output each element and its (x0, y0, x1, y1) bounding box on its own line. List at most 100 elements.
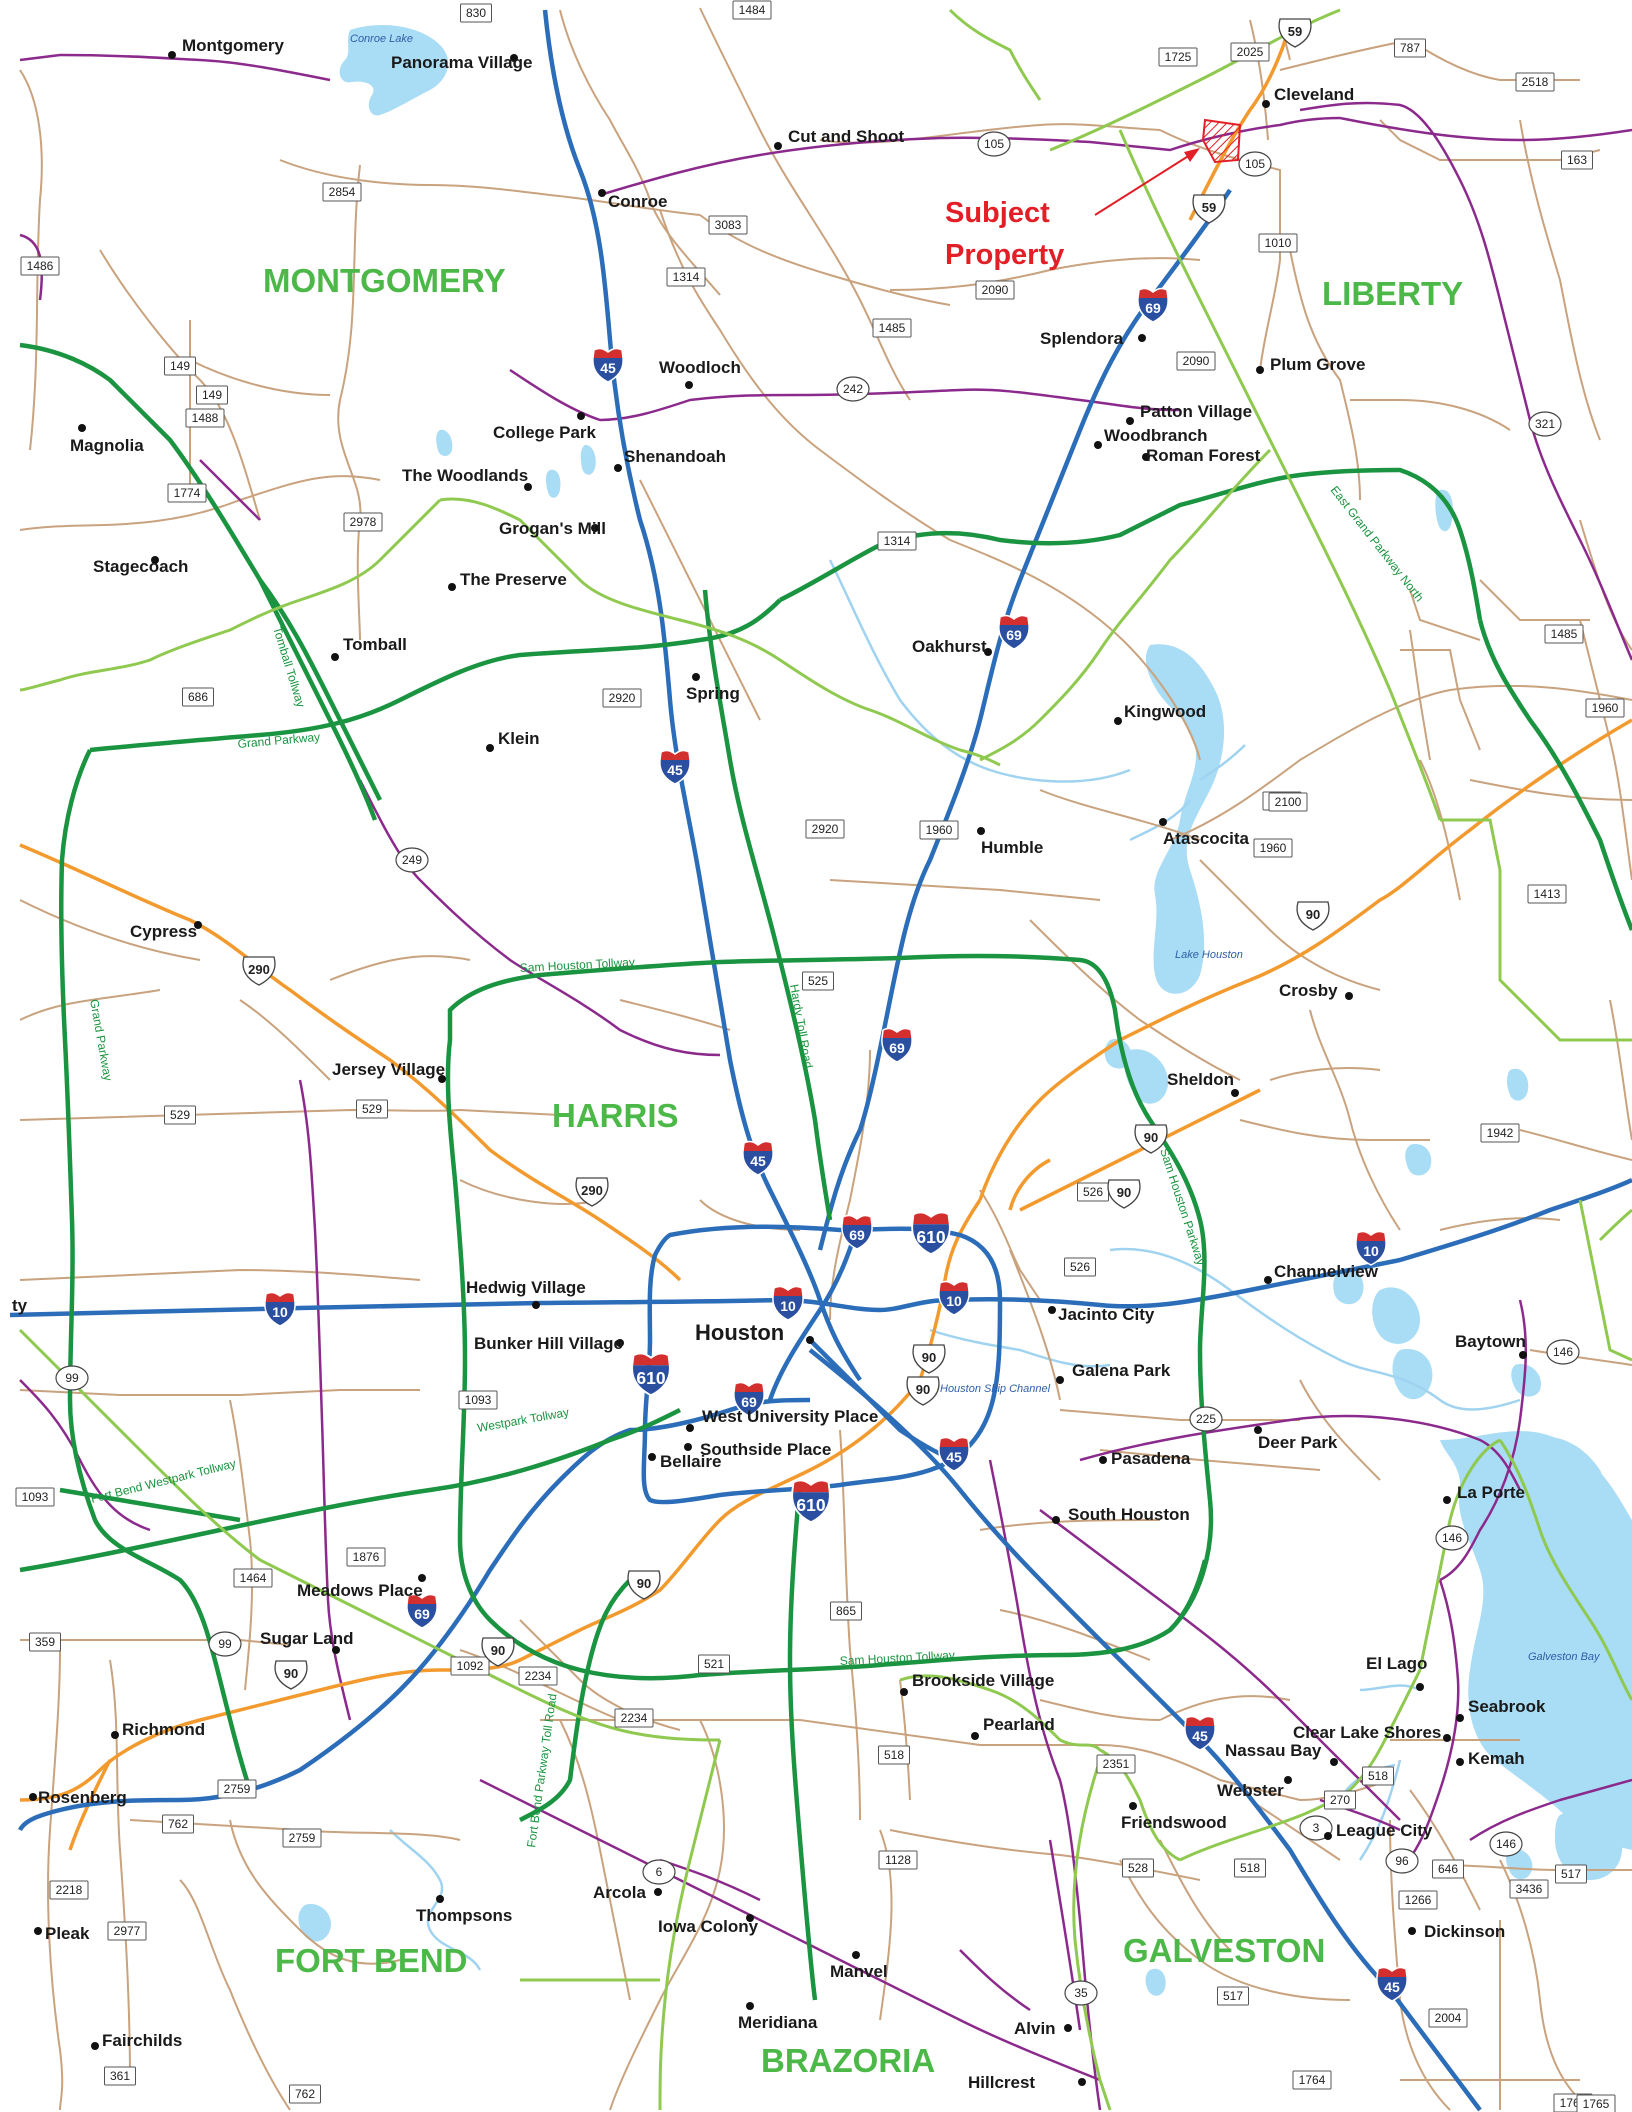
city-name: Arcola (593, 1883, 646, 1902)
us-shield-90: 90 (274, 1660, 308, 1690)
svg-text:45: 45 (750, 1153, 766, 1169)
city-dot (977, 827, 985, 835)
water-labels: Conroe Lake Lake Houston Houston Ship Ch… (350, 33, 1601, 1663)
svg-text:45: 45 (946, 1449, 962, 1465)
svg-text:163: 163 (1567, 153, 1587, 167)
fm-shield-1488: 1488 (185, 408, 225, 428)
city-grogan-s-mill: Grogan's Mill (499, 519, 606, 538)
city-friendswood: Friendswood (1121, 1802, 1227, 1832)
fm-shield-1010: 1010 (1258, 233, 1298, 253)
fm-shield-1960: 1960 (919, 820, 959, 840)
city-crosby: Crosby (1279, 981, 1353, 1000)
city-dot (654, 1888, 662, 1896)
city-fairchilds: Fairchilds (91, 2031, 182, 2050)
svg-text:518: 518 (884, 1748, 904, 1762)
city-dot (438, 1075, 446, 1083)
city-dot (510, 54, 518, 62)
svg-text:90: 90 (1306, 907, 1320, 922)
city-spring: Spring (686, 673, 740, 703)
city-baytown: Baytown (1455, 1332, 1527, 1359)
county-label-harris: HARRIS (552, 1097, 679, 1134)
svg-text:69: 69 (741, 1394, 757, 1410)
svg-text:69: 69 (849, 1227, 865, 1243)
city-name: Montgomery (182, 36, 285, 55)
fm-shield-2100: 2100 (1268, 792, 1308, 812)
fm-shield-1774: 1774 (167, 483, 207, 503)
city-name: Brookside Village (912, 1671, 1054, 1690)
svg-text:2920: 2920 (609, 691, 636, 705)
interstate-shield-610: 610 (791, 1479, 831, 1524)
toll-label-fort-bend-parkway-toll-road: Fort Bend Parkway Toll Road (524, 1693, 559, 1849)
city-splendora: Splendora (1040, 329, 1146, 348)
state-shield-96: 96 (1385, 1848, 1419, 1874)
city-galena-park: Galena Park (1056, 1361, 1171, 1384)
fm-shield-1960: 1960 (1585, 698, 1625, 718)
city-dot (1048, 1306, 1056, 1314)
city-league-city: League City (1324, 1821, 1433, 1840)
city-name: Meridiana (738, 2013, 818, 2032)
city-name: Galena Park (1072, 1361, 1171, 1380)
svg-text:526: 526 (1083, 1185, 1103, 1199)
fm-shield-529: 529 (164, 1105, 196, 1125)
city-seabrook: Seabrook (1456, 1697, 1546, 1722)
city-iowa-colony: Iowa Colony (658, 1914, 759, 1936)
city-name: Jacinto City (1058, 1305, 1155, 1324)
svg-text:2090: 2090 (1183, 354, 1210, 368)
svg-text:787: 787 (1400, 41, 1420, 55)
fm-shield-1485: 1485 (1544, 624, 1584, 644)
svg-text:146: 146 (1442, 1531, 1462, 1545)
svg-text:1484: 1484 (739, 3, 766, 17)
city-name: Plum Grove (1270, 355, 1365, 374)
interstate-shield-610: 610 (631, 1352, 671, 1397)
fm-shield-1876: 1876 (346, 1547, 386, 1567)
city-name: Thompsons (416, 1906, 512, 1925)
state-shield-146: 146 (1546, 1339, 1580, 1365)
city-dot (168, 51, 176, 59)
interstate-shield-10: 10 (938, 1280, 970, 1316)
svg-text:321: 321 (1535, 417, 1555, 431)
city-name: Friendswood (1121, 1813, 1227, 1832)
svg-text:90: 90 (284, 1666, 298, 1681)
city-name: Patton Village (1140, 402, 1252, 421)
svg-text:69: 69 (889, 1040, 905, 1056)
fm-shield-1765: 1765 (1576, 2094, 1616, 2112)
county-label-liberty: LIBERTY (1322, 275, 1463, 312)
us-shield-290: 290 (242, 956, 276, 986)
city-dot (1456, 1714, 1464, 1722)
city-dot (686, 1424, 694, 1432)
city-dot (577, 412, 585, 420)
city-dot (532, 1301, 540, 1309)
city-dot (1114, 717, 1122, 725)
svg-text:2518: 2518 (1522, 75, 1549, 89)
fm-shield-361: 361 (104, 2066, 136, 2086)
city-dot (1443, 1734, 1451, 1742)
fm-shield-1942: 1942 (1480, 1123, 1520, 1143)
svg-text:529: 529 (362, 1102, 382, 1116)
svg-text:90: 90 (491, 1643, 505, 1658)
interstate-shield-69: 69 (733, 1381, 765, 1417)
city-name: Houston (695, 1320, 784, 1345)
fm-shield-2234: 2234 (518, 1666, 558, 1686)
fm-shield-149: 149 (164, 356, 196, 376)
water-features (298, 25, 1632, 1996)
city-dot (984, 648, 992, 656)
fm-shield-1266: 1266 (1398, 1890, 1438, 1910)
svg-text:529: 529 (170, 1108, 190, 1122)
county-label-montgomery: MONTGOMERY (263, 262, 506, 299)
city-name: Spring (686, 684, 740, 703)
fm-shield-529: 529 (356, 1099, 388, 1119)
fm-shield-2234: 2234 (614, 1708, 654, 1728)
city-name: Kingwood (1124, 702, 1206, 721)
city-dot (486, 744, 494, 752)
svg-text:90: 90 (637, 1576, 651, 1591)
city-plum-grove: Plum Grove (1256, 355, 1365, 374)
city-sheldon: Sheldon (1167, 1070, 1239, 1097)
interstate-shield-69: 69 (881, 1027, 913, 1063)
city-name: The Woodlands (402, 466, 528, 485)
svg-text:1266: 1266 (1405, 1893, 1432, 1907)
interstate-shield-45: 45 (938, 1436, 970, 1472)
city-the-woodlands: The Woodlands (402, 466, 532, 491)
city-pearland: Pearland (971, 1715, 1055, 1740)
city-name: Meadows Place (297, 1581, 423, 1600)
toll-label-sam-houston-tollway-north: Sam Houston Tollway (519, 955, 635, 975)
